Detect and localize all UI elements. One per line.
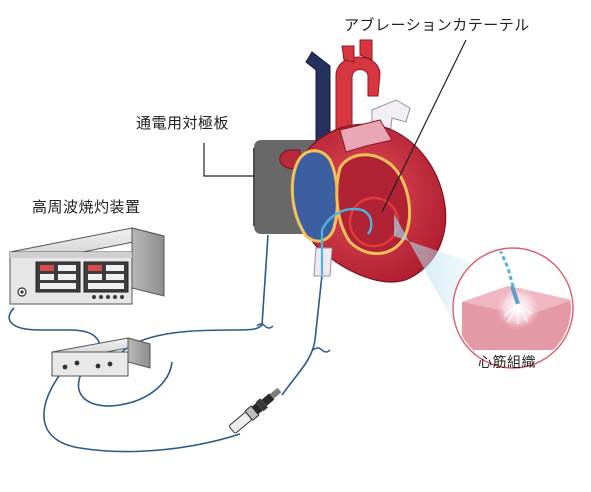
generator-knobs [92, 295, 124, 299]
zoom-beam [394, 214, 470, 352]
generator-cable [8, 307, 101, 349]
catheter-label: アブレーションカテーテル [344, 16, 530, 34]
cables [8, 234, 269, 453]
electrode-plate-label: 通電用対極板 [136, 114, 230, 132]
plate-leader [203, 143, 254, 177]
plate-cable [117, 234, 269, 357]
catheter-cable [43, 371, 241, 453]
catheter-line [281, 274, 331, 396]
junction-loop [77, 361, 173, 407]
catheter-leader [381, 39, 467, 213]
junction-box-icon [51, 337, 151, 377]
rf-generator-icon [9, 227, 165, 305]
generator-display [35, 261, 129, 293]
catheter-connector-icon [229, 387, 282, 434]
cable-break-plate [256, 323, 274, 329]
heart-illustration [279, 39, 447, 283]
myocardium-label: 心筋組織 [478, 355, 536, 371]
zoom-circle [452, 247, 574, 369]
generator-label: 高周波焼灼装置 [32, 198, 141, 216]
